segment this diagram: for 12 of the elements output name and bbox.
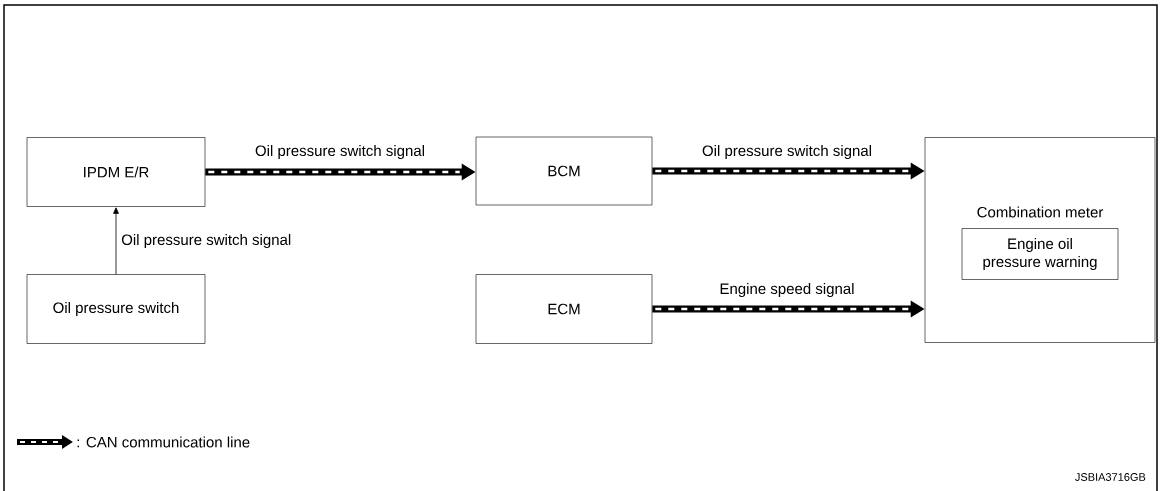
edge-label: Engine speed signal <box>718 282 856 298</box>
edge-label: Oil pressure switch signal <box>701 144 874 160</box>
warning-box: Engine oil pressure warning <box>961 228 1119 280</box>
signal-arrow <box>113 207 119 275</box>
edge-label: Oil pressure switch signal <box>254 144 427 160</box>
component-box: IPDM E/R <box>26 137 206 207</box>
edge-label: Oil pressure switch signal <box>120 233 293 249</box>
figure-code: JSBIA3716GB <box>1075 473 1146 481</box>
component-box: ECM <box>475 274 653 344</box>
component-box: Oil pressure switch <box>26 274 206 344</box>
component-box: BCM <box>475 136 653 206</box>
legend-text: : CAN communication line <box>77 436 250 448</box>
